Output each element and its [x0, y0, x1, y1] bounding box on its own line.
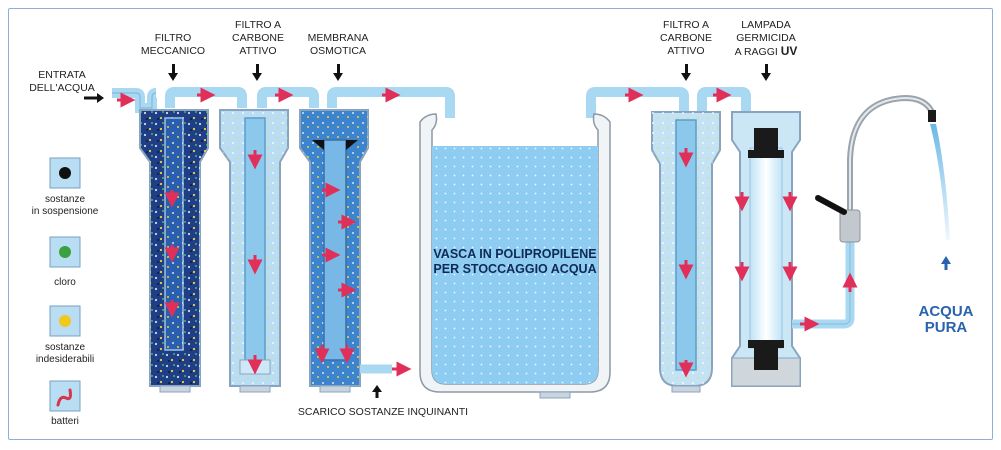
bacteria-icon: [56, 388, 72, 407]
svg-text:PER STOCCAGGIO ACQUA: PER STOCCAGGIO ACQUA: [433, 262, 596, 276]
mechanical-filter-label: FILTRO MECCANICO: [141, 32, 205, 57]
svg-text:FILTRO A: FILTRO A: [235, 19, 281, 31]
svg-text:ENTRATA: ENTRATA: [38, 69, 85, 81]
legend-item-undesirable: sostanze indesiderabili: [36, 305, 94, 365]
svg-text:GERMICIDA: GERMICIDA: [736, 32, 796, 44]
svg-text:ACQUA: ACQUA: [919, 303, 974, 320]
svg-text:VASCA IN POLIPROPILENE: VASCA IN POLIPROPILENE: [433, 247, 596, 261]
svg-text:DELL'ACQUA: DELL'ACQUA: [29, 82, 95, 94]
svg-text:MEMBRANA: MEMBRANA: [308, 32, 369, 44]
legend-item-bacteria: batteri: [49, 380, 81, 427]
stage-down-arrows: [168, 64, 771, 81]
svg-text:CARBONE: CARBONE: [232, 32, 284, 44]
flow-arrows: [117, 87, 858, 378]
svg-text:sostanze: sostanze: [45, 342, 85, 353]
uv-lamp-chamber: [731, 111, 801, 387]
osmotic-membrane: [299, 109, 412, 393]
svg-text:CARBONE: CARBONE: [660, 32, 712, 44]
mechanical-filter: [139, 109, 209, 393]
storage-tank: VASCA IN POLIPROPILENE PER STOCCAGGIO AC…: [419, 113, 611, 399]
svg-text:OSMOTICA: OSMOTICA: [310, 45, 366, 57]
inlet-label: ENTRATA DELL'ACQUA: [29, 69, 95, 94]
pure-water-label: ACQUA PURA: [919, 256, 974, 336]
carbon-filter-2: [651, 111, 721, 393]
chlorine-icon: [59, 246, 71, 258]
svg-text:ATTIVO: ATTIVO: [667, 45, 704, 57]
svg-text:LAMPADA: LAMPADA: [741, 19, 790, 31]
carbon-filter-2-label: FILTRO A CARBONE ATTIVO: [660, 19, 712, 57]
suspended-particle-icon: [59, 167, 71, 179]
svg-text:indesiderabili: indesiderabili: [36, 354, 94, 365]
legend-item-suspended: sostanze in sospensione: [32, 157, 99, 217]
svg-text:SCARICO SOSTANZE INQUINANTI: SCARICO SOSTANZE INQUINANTI: [298, 406, 468, 418]
legend-item-chlorine: cloro: [49, 236, 81, 288]
svg-text:MECCANICO: MECCANICO: [141, 45, 205, 57]
svg-text:sostanze: sostanze: [45, 194, 85, 205]
outlet-pipe: [792, 240, 855, 329]
svg-text:in sospensione: in sospensione: [32, 206, 99, 217]
undesirable-substance-icon: [59, 315, 71, 327]
uv-lamp-label: LAMPADA GERMICIDA A RAGGI UV: [735, 19, 798, 58]
svg-text:PURA: PURA: [925, 319, 968, 336]
svg-text:FILTRO: FILTRO: [155, 32, 192, 44]
legend: sostanze in sospensione cloro sostanze i…: [32, 157, 99, 427]
carbon-filter-1-label: FILTRO A CARBONE ATTIVO: [232, 19, 284, 57]
svg-text:cloro: cloro: [54, 277, 76, 288]
membrane-label: MEMBRANA OSMOTICA: [308, 32, 369, 57]
faucet: [815, 94, 950, 243]
svg-text:batteri: batteri: [51, 416, 79, 427]
svg-text:ATTIVO: ATTIVO: [239, 45, 276, 57]
svg-text:A RAGGI UV: A RAGGI UV: [735, 44, 798, 58]
svg-text:FILTRO A: FILTRO A: [663, 19, 709, 31]
drain-label: SCARICO SOSTANZE INQUINANTI: [298, 385, 468, 418]
